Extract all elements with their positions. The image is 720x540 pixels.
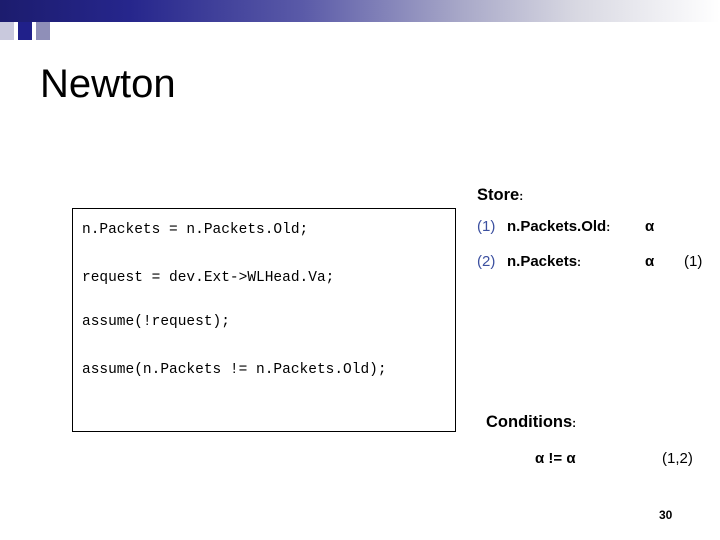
store-row-index: (2) [477, 253, 496, 270]
store-row-index: (1) [477, 218, 496, 235]
store-row-name-text: n.Packets.Old [507, 218, 607, 235]
store-heading-text: Store [477, 186, 520, 204]
code-line: request = dev.Ext->WLHead.Va; [82, 270, 335, 286]
conditions-tag: (1,2) [662, 450, 693, 467]
store-heading-colon: : [519, 189, 524, 203]
page-number: 30 [659, 508, 673, 522]
store-row-name: n.Packets: [507, 253, 581, 270]
accent-square-mid [36, 22, 50, 40]
code-block: n.Packets = n.Packets.Old; request = dev… [72, 208, 456, 432]
accent-square-light [0, 22, 14, 40]
conditions-expression: α != α [535, 450, 576, 467]
conditions-heading-text: Conditions [486, 413, 573, 431]
store-row-value-base: α [645, 253, 655, 270]
page-title: Newton [40, 62, 176, 106]
code-line: assume(n.Packets != n.Packets.Old); [82, 362, 387, 378]
code-line: assume(!request); [82, 314, 230, 330]
conditions-expr-op: != [544, 450, 567, 467]
conditions-heading-colon: : [572, 416, 577, 430]
conditions-expr-right: α [566, 450, 576, 467]
store-row-name-text: n.Packets [507, 253, 578, 270]
store-row-name: n.Packets.Old: [507, 218, 610, 235]
store-row-value-base: α [645, 218, 655, 235]
store-row-name-colon: : [606, 220, 611, 234]
conditions-expr-left: α [535, 450, 545, 467]
store-row-value: α [645, 253, 654, 270]
accent-square-dark [18, 22, 32, 40]
store-row-tag: (1) [684, 253, 703, 270]
gradient-band [0, 0, 720, 22]
store-row-value: α [645, 218, 654, 235]
store-row-name-colon: : [577, 255, 582, 269]
conditions-heading: Conditions: [486, 413, 576, 432]
code-line: n.Packets = n.Packets.Old; [82, 222, 309, 238]
store-heading: Store: [477, 186, 523, 205]
header-decoration-bar [0, 0, 720, 40]
